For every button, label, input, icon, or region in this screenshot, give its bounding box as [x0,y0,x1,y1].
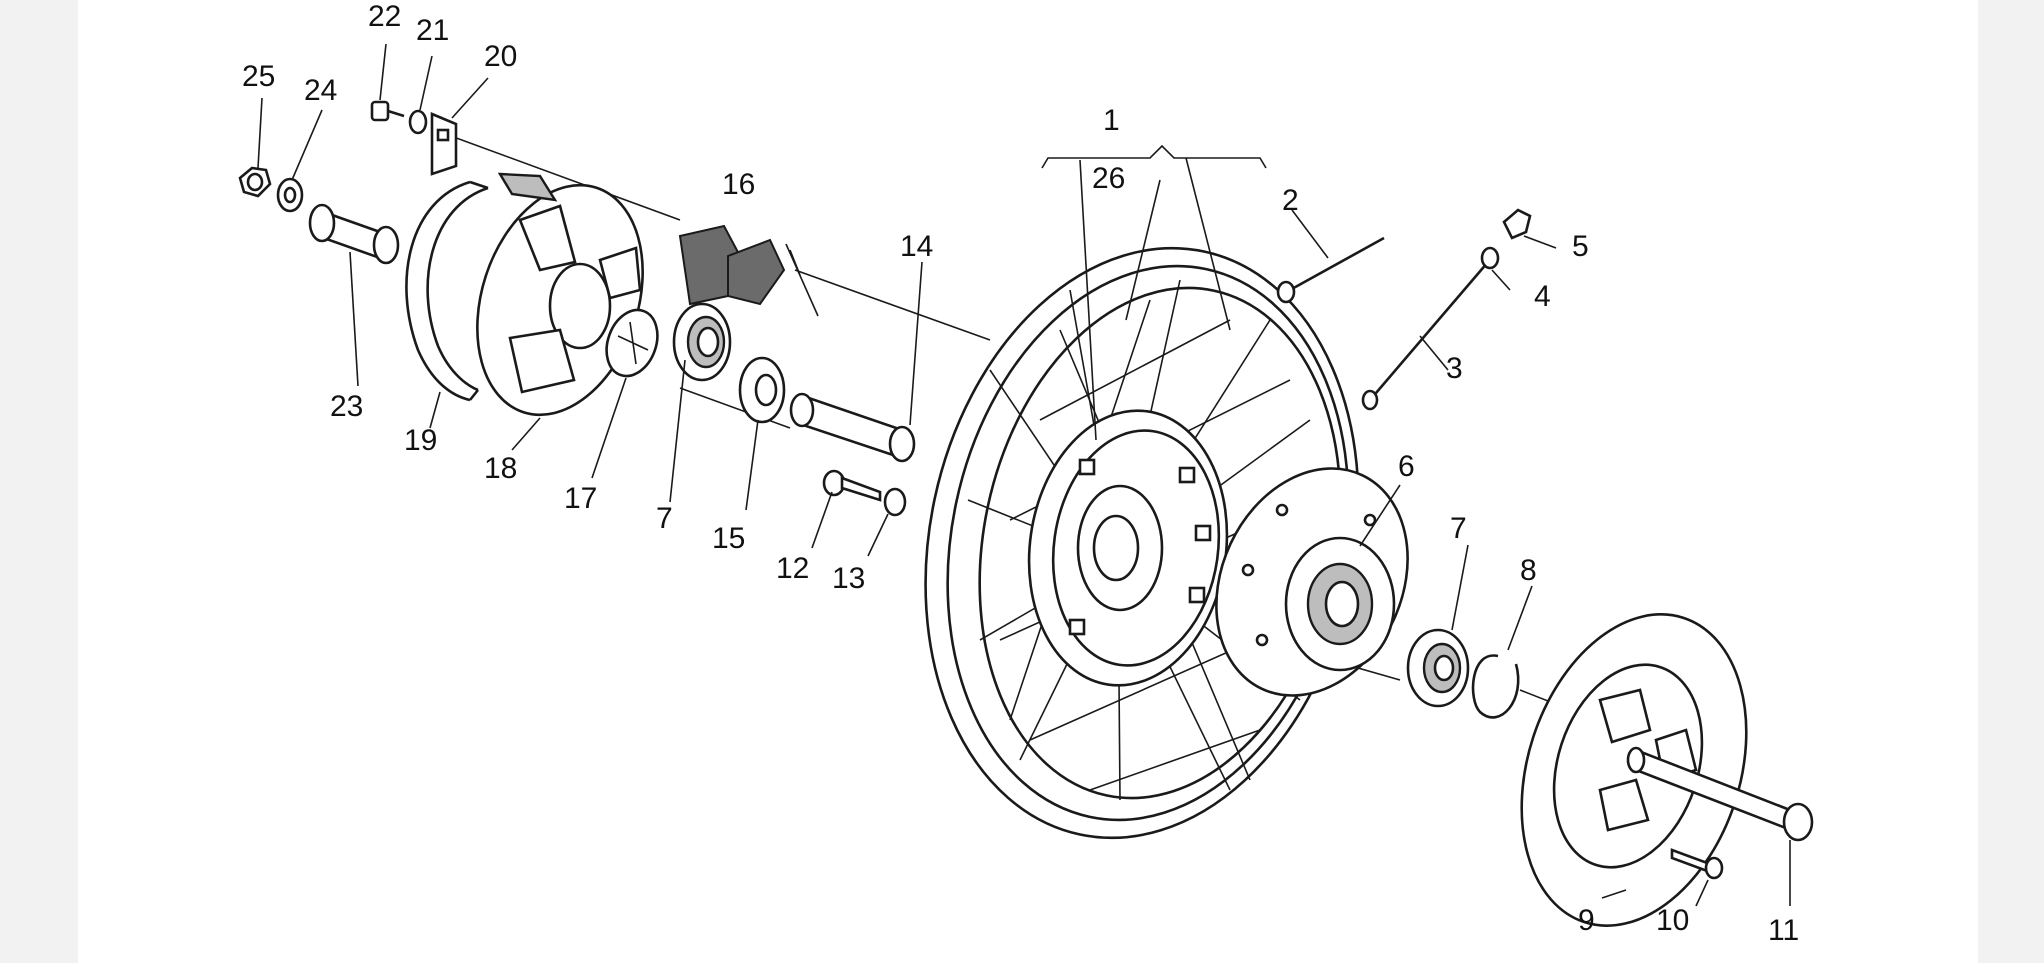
callout-21: 21 [416,14,449,47]
left-margin-band [0,0,78,963]
callout-20: 20 [484,40,517,73]
part-18-backing-plate [476,172,644,417]
right-margin-band [1978,0,2044,963]
callout-14: 14 [900,230,933,263]
callout-11: 11 [1768,914,1799,947]
part-25-nut [238,166,272,198]
part-11-axle [1626,746,1814,842]
callout-9: 9 [1578,904,1595,937]
part-7-bearing-left [672,302,732,382]
callout-12: 12 [776,552,809,585]
callout-2: 2 [1282,184,1299,217]
callout-4: 4 [1534,280,1551,313]
callout-22: 22 [368,0,401,33]
callout-17: 17 [564,482,597,515]
part-3-rod [1361,261,1489,411]
part-7-bearing-right [1406,628,1470,708]
callout-8: 8 [1520,554,1537,587]
part-15-seal [738,356,786,424]
part-10-bolt [1670,848,1724,880]
callout-labels: 1 2 3 4 5 6 7 7 8 9 10 11 12 13 14 15 16… [242,0,1799,947]
callout-15: 15 [712,522,745,555]
callout-25: 25 [242,60,275,93]
callout-7-right: 7 [1450,512,1467,545]
callout-18: 18 [484,452,517,485]
part-22-bolt [370,100,405,122]
part-16-cush-rubbers [678,224,786,306]
callout-13: 13 [832,562,865,595]
callout-26: 26 [1092,162,1125,195]
part-20-plate [430,112,458,176]
callout-3: 3 [1446,352,1463,385]
part-2-long-bolt [1276,236,1385,304]
callout-16: 16 [722,168,755,201]
callout-10: 10 [1656,904,1689,937]
part-4-nut [1480,246,1500,270]
part-24-washer [276,177,304,213]
callout-7-left: 7 [656,502,673,535]
part-12-bolt [822,469,882,502]
wheel-hub [1027,409,1229,687]
callout-6: 6 [1398,450,1415,483]
callout-23: 23 [330,390,363,423]
part-8-circlip [1471,654,1520,719]
part-17-cover [605,308,659,378]
callout-5: 5 [1572,230,1589,263]
part-13-washer [883,487,907,517]
part-5-clamp [1502,208,1532,240]
part-6-carrier [1215,467,1409,697]
callout-19: 19 [404,424,437,457]
callout-1: 1 [1103,104,1120,137]
part-23-spacer [308,203,400,265]
leader-lines [257,43,1791,907]
part-14-spacer-tube [789,392,916,463]
part-21-washer [408,109,428,135]
part-19-brake-shoe [405,180,489,402]
part-1-spoked-wheel [924,246,1360,840]
callout-24: 24 [304,74,337,107]
